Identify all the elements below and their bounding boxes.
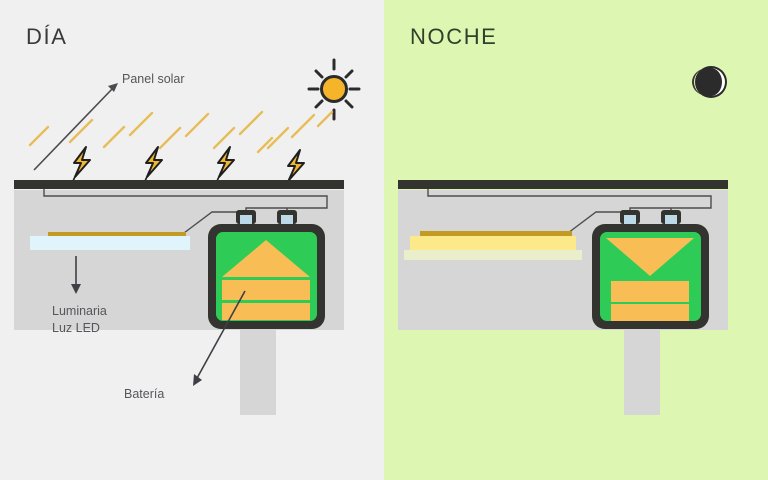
led-luminaire: [30, 232, 190, 250]
luminaria-pointer-arrow: [71, 256, 81, 294]
solar-panel-bar: [14, 180, 344, 189]
sunlight-rays: [28, 110, 334, 154]
moon-icon: [692, 66, 727, 98]
night-panel-title: NOCHE: [410, 24, 498, 49]
label-luminaria-line1: Luminaria: [52, 304, 107, 318]
lightning-bolt-icon-group: [69, 146, 305, 189]
label-luminaria-line2: Luz LED: [52, 321, 100, 335]
panel-solar-pointer-arrow: [33, 83, 118, 171]
solar-panel-bar: [398, 180, 728, 189]
day-panel: DÍA: [0, 0, 384, 480]
day-illustration: [14, 58, 361, 415]
label-bateria: Batería: [124, 387, 165, 401]
sun-icon: [307, 58, 361, 121]
night-panel: NOCHE: [384, 0, 768, 480]
bateria-pointer-arrow: [193, 290, 246, 386]
led-luminaire: [404, 231, 582, 260]
battery-charging-icon: [208, 210, 325, 329]
label-panel-solar: Panel solar: [122, 72, 185, 86]
night-illustration: [398, 66, 728, 415]
battery-discharging-icon: [592, 210, 709, 329]
day-panel-title: DÍA: [26, 24, 68, 49]
